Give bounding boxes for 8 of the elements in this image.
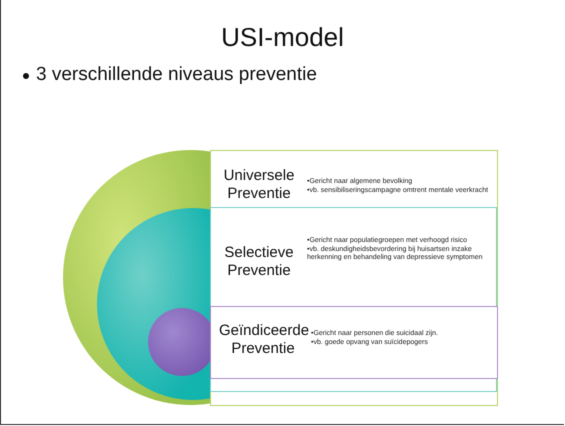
bullet-point-text: 3 verschillende niveaus preventie [36,64,317,86]
level-heading: Universele Preventie [222,167,296,203]
level-box [210,150,498,406]
level-box [210,306,498,379]
level-heading: Selectieve Preventie [223,244,295,280]
level-heading: Geïndiceerde Preventie [219,322,307,358]
level-box [210,207,497,392]
slide-title: USI-model [220,22,345,52]
